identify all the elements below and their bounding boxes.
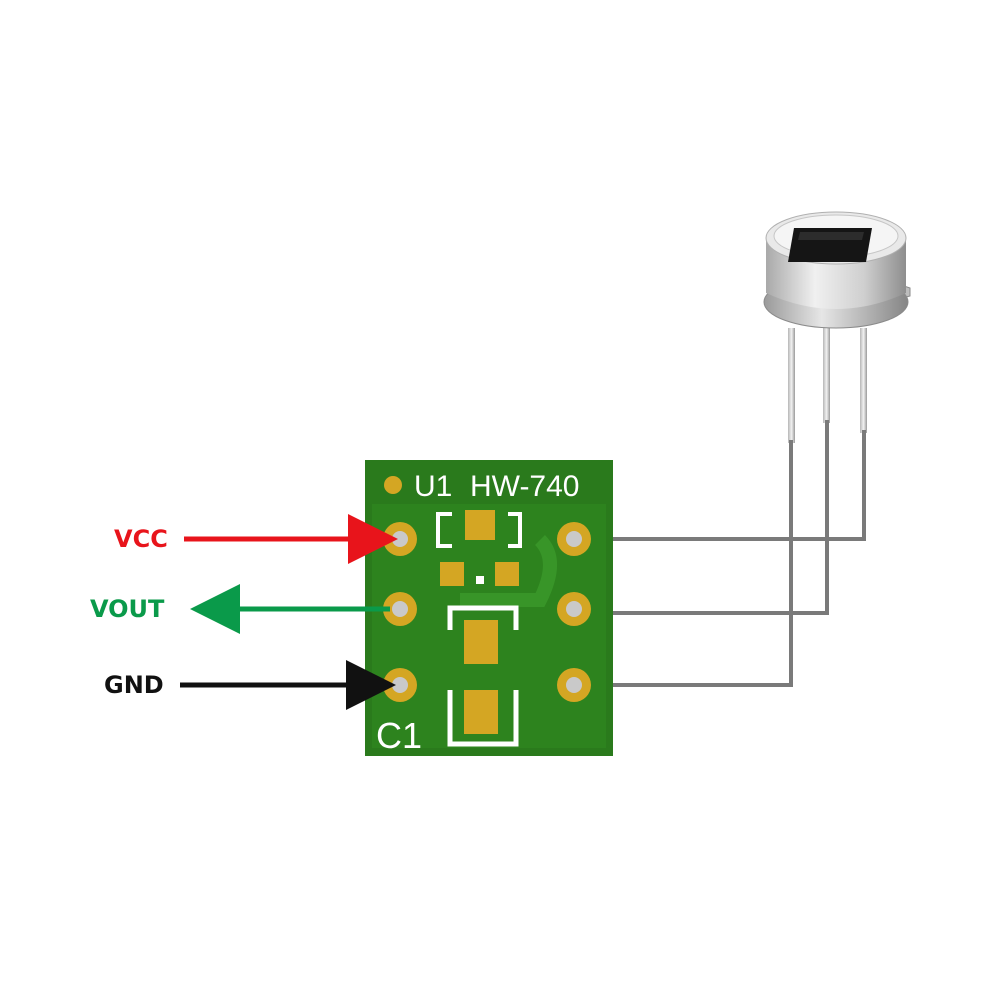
cap-pad-top [464,620,498,664]
pad-vout-hole [392,601,408,617]
wire-middle-leg [574,420,829,615]
pir-sensor [763,211,911,443]
smd-pad-mid-right [495,562,519,586]
gnd-label: GND [104,671,164,699]
sensor-window-glare [798,232,864,240]
pad-right-1-hole [566,531,582,547]
silk-bracket-top-left [436,512,452,548]
pad-right-2-hole [566,601,582,617]
right-pads [557,522,591,702]
pad-gnd-hole [392,677,408,693]
signal-wires [180,514,398,710]
pad-vcc-hole [392,531,408,547]
pin1-dot [384,476,402,494]
cap-outline-top [447,605,519,630]
sensor-leg-left [788,328,795,443]
cap-outline-bottom [447,690,519,747]
smd-pad-mid-left [440,562,464,586]
wire-left-leg [574,440,793,687]
left-pads [383,522,417,702]
board-designator: U1 [414,470,452,503]
sensor-leg-right [860,328,867,433]
board-model: HW-740 [470,470,579,503]
wire-right-leg [574,430,866,541]
pcb-trace [460,535,557,607]
cap-pad-bottom [464,690,498,734]
pcb-board: U1 HW-740 C1 [365,460,613,756]
silk-dot [476,576,484,584]
silk-bracket-top-right [508,512,522,548]
smd-pad-top [465,510,495,540]
sensor-leg-middle [823,328,830,423]
capacitor-designator: C1 [376,715,422,756]
pad-right-3-hole [566,677,582,693]
vcc-label: VCC [114,525,168,553]
sensor-wires [574,420,866,687]
vout-label: VOUT [90,595,165,623]
